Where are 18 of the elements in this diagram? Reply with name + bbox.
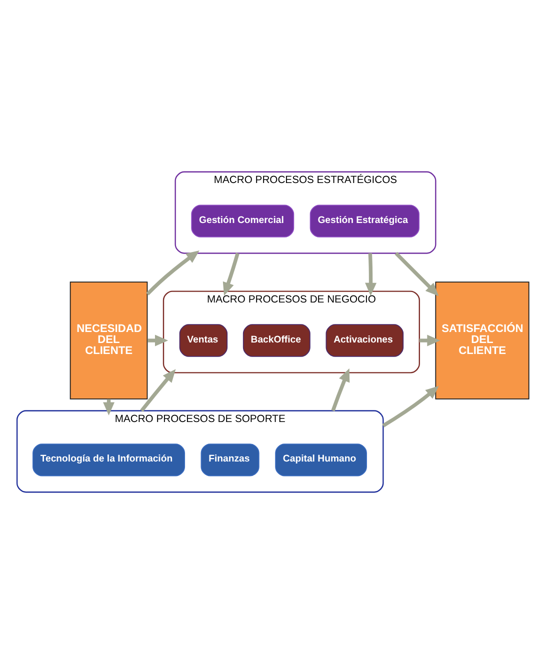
arrow [382, 386, 439, 428]
arrow [394, 252, 439, 296]
node-box: BackOffice [242, 324, 310, 357]
node-box: Capital Humano [275, 444, 367, 476]
arrow [419, 334, 440, 346]
node-box: Gestión Estratégica [310, 204, 420, 238]
node-box: Ventas [179, 324, 228, 357]
node-box: Tecnología de la Información [32, 444, 186, 476]
arrow [331, 368, 350, 412]
node-box: Finanzas [200, 444, 260, 476]
node-box: SATISFACCIÓN DEL CLIENTE [435, 282, 530, 400]
node-box: Gestión Comercial [191, 204, 294, 238]
node-box: NECESIDAD DEL CLIENTE [70, 282, 148, 400]
arrow [146, 250, 200, 296]
node-box: Activaciones [326, 324, 404, 357]
arrow [148, 334, 168, 346]
arrow [222, 252, 240, 296]
arrow [365, 253, 377, 296]
